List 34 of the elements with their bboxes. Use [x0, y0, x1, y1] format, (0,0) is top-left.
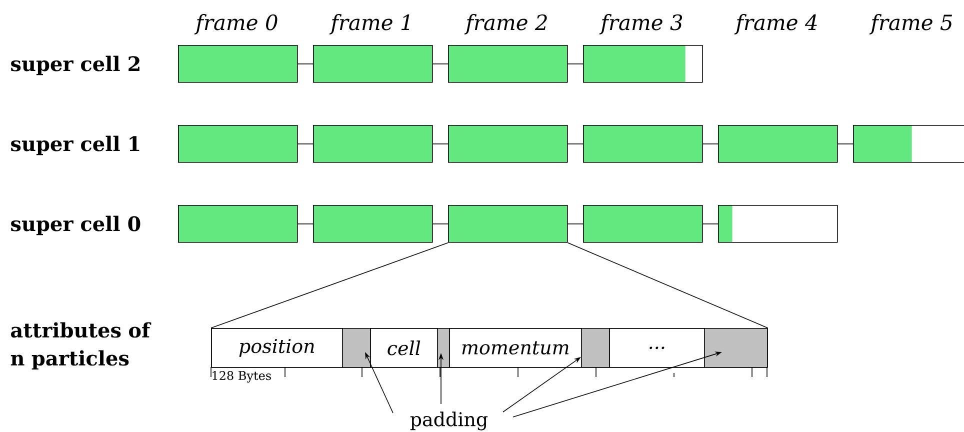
frame-box: [313, 45, 433, 83]
row-label: super cell 0: [11, 216, 140, 236]
frame-box: [313, 125, 433, 163]
row-label: super cell 1: [11, 136, 140, 156]
frame-box: [448, 205, 568, 243]
frame-label: frame 5: [869, 14, 952, 34]
padding-segment: [704, 328, 768, 368]
frame-box: [313, 205, 433, 243]
zoom-line: [210, 242, 448, 328]
attribute-segment: momentum: [449, 328, 582, 368]
size-label: 128 Bytes: [212, 371, 271, 383]
frame-box: [178, 125, 298, 163]
frame-label: frame 3: [599, 14, 682, 34]
row-label: attributes of n particles: [10, 322, 152, 370]
callout-text: padding: [410, 412, 488, 430]
frame-label: frame 0: [194, 14, 278, 34]
frame-box: [583, 205, 703, 243]
frame-label: frame 1: [329, 14, 410, 34]
frame-box: [853, 125, 964, 163]
frame-box: [718, 125, 838, 163]
padding-segment: [581, 328, 610, 368]
frame-box: [178, 45, 298, 83]
frame-label: frame 2: [464, 14, 547, 34]
frame-box: [583, 125, 703, 163]
zoom-line: [567, 242, 768, 328]
frame-box: [448, 125, 568, 163]
frame-label: frame 4: [734, 14, 817, 34]
frame-box: [448, 45, 568, 83]
frame-box: [718, 205, 838, 243]
frame-box: [178, 205, 298, 243]
frame-box: [583, 45, 703, 83]
padding-segment: [437, 328, 450, 368]
padding-segment: [342, 328, 371, 368]
row-label: super cell 2: [11, 56, 140, 76]
